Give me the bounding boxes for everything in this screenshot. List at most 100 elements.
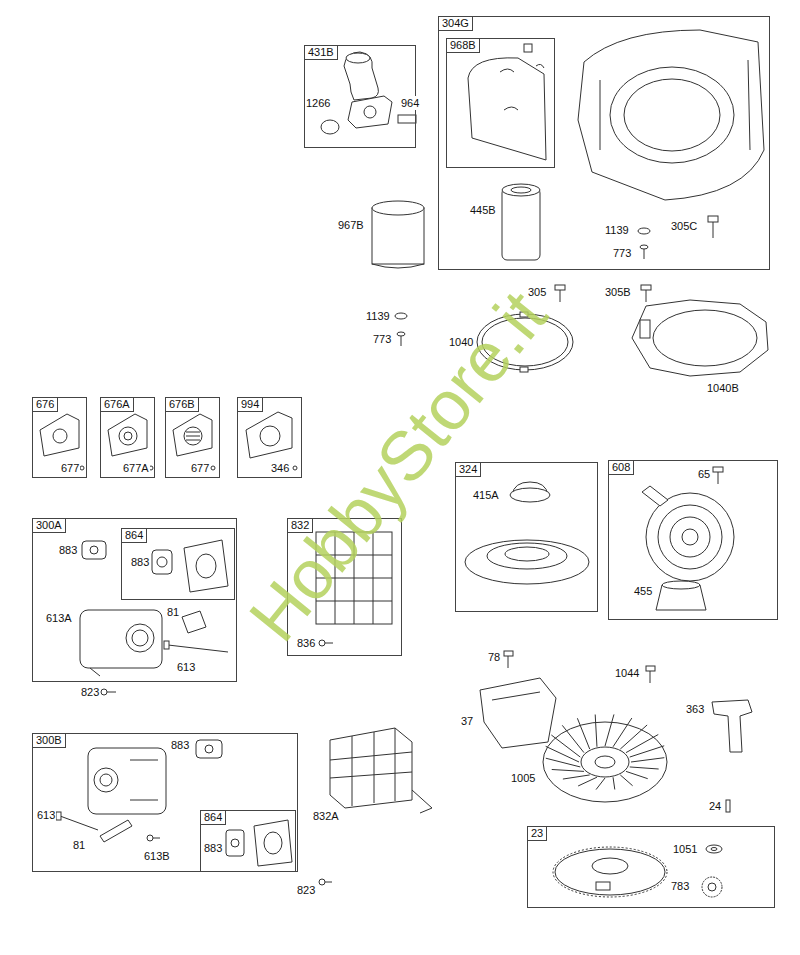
group-number: 23 [528,827,547,841]
exhaust-flange [184,540,228,592]
gasket [205,745,213,753]
screw [325,643,333,644]
elbow-pipe [344,52,378,100]
callout-number: 1139 [365,309,391,323]
bolt [555,285,565,290]
starter-disc [465,540,589,584]
flywheel-fan [613,777,615,789]
muffler [130,760,158,761]
callout-number: 81 [72,838,86,852]
callout-number: 836 [296,636,316,650]
starter-disc [505,547,549,561]
screw [508,656,509,668]
callout-number: 415A [472,488,500,502]
starter-cup [656,581,706,610]
shroud [653,310,757,366]
flywheel-fan [543,714,667,802]
callout-number: 677A [122,461,150,475]
screw [107,692,116,693]
screw [650,671,651,683]
callout-number: 1005 [510,771,536,785]
washer [395,313,407,319]
washer [711,848,717,851]
pre-cleaner [372,201,424,215]
blower-housing [600,80,601,150]
gasket [196,740,222,758]
armature [712,700,752,752]
armature [712,700,752,752]
bolt [641,285,651,302]
screw [646,666,655,671]
air-guide [480,678,556,748]
callout-number: 1040B [706,381,740,395]
callout-number: 783 [670,879,690,893]
adapter-flange [348,96,392,128]
gasket [196,740,222,758]
gasket [226,830,244,856]
shroud [632,300,768,376]
bolt [713,467,723,484]
bracket [100,820,132,842]
pre-cleaner [372,208,424,264]
starter-cup [662,581,700,589]
cover-plate [293,466,297,470]
callout-number: 65 [697,467,711,481]
gasket [90,546,98,554]
pin [640,245,648,249]
starter-gear [702,877,722,897]
part-group-box: 23 [527,826,775,908]
part-group-box: 968B [446,38,555,168]
flywheel [553,847,667,897]
washer [706,845,722,853]
cover-plate [53,429,67,443]
muffler [90,668,100,676]
callout-number: 1139 [604,223,630,237]
callout-number: 78 [487,650,501,664]
screw [147,835,160,841]
shroud [632,300,768,376]
callout-number: 613 [176,660,196,674]
bolt [56,812,61,820]
muffler [100,774,112,786]
o-ring [321,120,339,134]
gasket [152,550,172,574]
flywheel-fan [626,735,658,753]
bolt [60,816,98,830]
muffler [130,800,158,801]
flywheel-fan [626,771,648,778]
callout-number: 613 [36,808,56,822]
air-filter [502,188,540,260]
recoil-starter [642,486,734,581]
gasket [152,550,172,574]
screw [101,689,116,695]
callout-number: 445B [469,203,497,217]
screw [101,689,107,695]
pre-cleaner [372,264,424,268]
callout-number: 964 [400,96,420,110]
callout-number: 883 [130,555,150,569]
callout-number: 773 [372,332,392,346]
washer [638,228,650,234]
muffler [94,768,118,792]
flywheel-key [726,800,730,812]
callout-number: 823 [80,685,100,699]
callout-number: 1266 [305,96,331,110]
muffler [126,624,154,652]
cover-plate [119,427,137,445]
callout-number: 832A [312,809,340,823]
flywheel [555,849,665,895]
starter-disc [465,540,589,584]
flywheel-fan [630,746,664,757]
air-filter-cover [524,44,532,52]
cover-plate [124,432,132,440]
flywheel-fan [605,714,614,746]
bolt [164,641,169,649]
bracket [100,820,132,842]
callout-number: 883 [170,738,190,752]
callout-number: 1040 [448,335,474,349]
blower-housing [578,30,764,200]
exhaust-flange [264,832,282,854]
pre-cleaner [372,201,424,268]
callout-number: 1051 [672,842,698,856]
blower-housing [624,79,720,151]
